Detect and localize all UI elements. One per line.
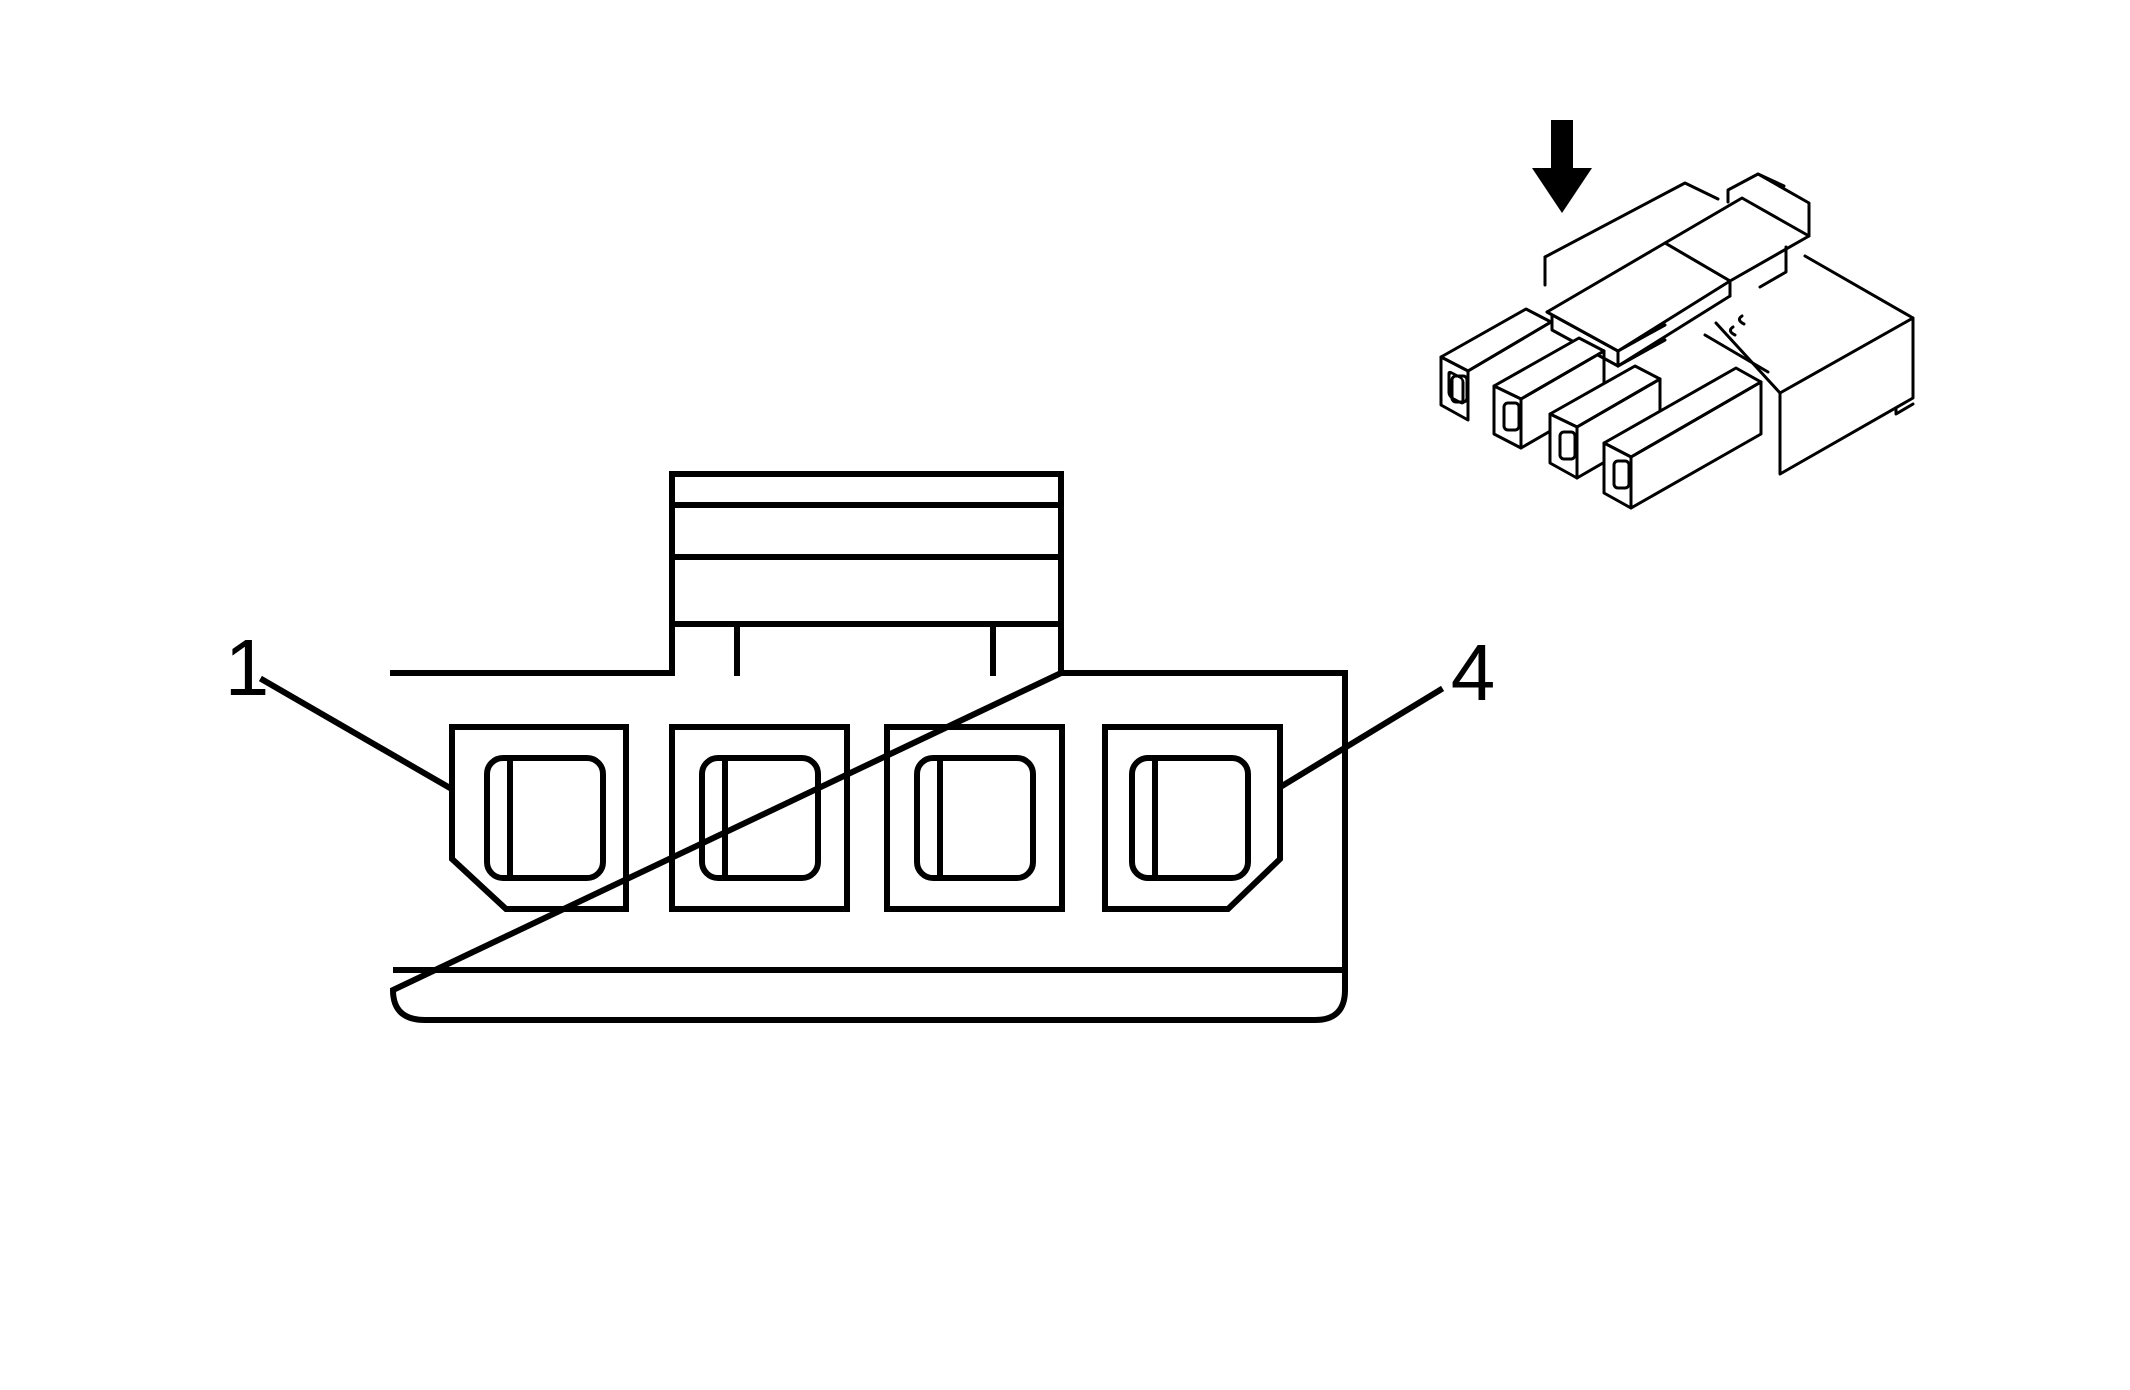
locking-tab [669,471,1064,676]
pin-label-1: 1 [225,623,270,712]
connector-housing [389,670,1348,1023]
connector-isometric-icon [1439,172,1915,510]
down-arrow-icon [1532,120,1592,213]
leader-line-pin-1 [258,675,455,793]
pin-cavity-2 [669,724,850,912]
pin-cavity-4 [1102,724,1283,912]
pin-label-4: 4 [1451,628,1496,717]
pin-cavity-3 [884,724,1065,912]
connector-face-view [258,471,1445,1023]
pin-cavity-1 [449,724,629,912]
leader-line-pin-4 [1277,685,1445,791]
